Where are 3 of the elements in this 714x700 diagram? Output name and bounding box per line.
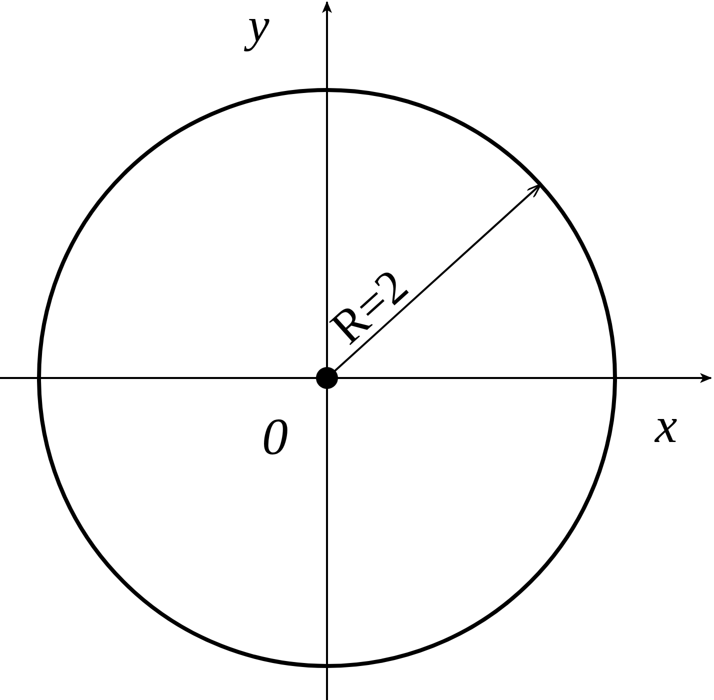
axis-label: x	[655, 400, 678, 450]
radius-label: R=2	[322, 262, 417, 353]
origin-label: 0	[262, 412, 288, 464]
